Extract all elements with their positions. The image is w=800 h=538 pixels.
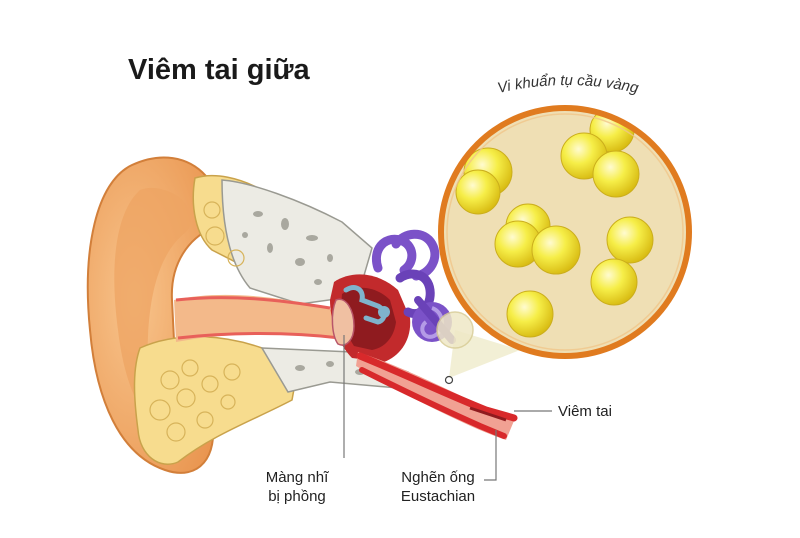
label-eustachian-line1: Nghẽn ống bbox=[401, 469, 475, 486]
bacteria-cluster bbox=[455, 108, 654, 338]
label-eardrum-line1: Màng nhĩ bbox=[265, 469, 329, 486]
leader-lines bbox=[343, 335, 552, 481]
middle-ear bbox=[330, 274, 411, 362]
eustachian-tube bbox=[356, 352, 518, 440]
bacteria-label: Vi khuẩn tụ cầu vàng bbox=[496, 72, 641, 97]
label-eardrum: Màng nhĩ bị phồng bbox=[254, 468, 340, 506]
label-eustachian-line2: Eustachian bbox=[400, 488, 476, 505]
diagram-title: Viêm tai giữa bbox=[128, 54, 310, 86]
label-inflammation: Viêm tai bbox=[558, 403, 612, 420]
label-eustachian: Nghẽn ống Eustachian bbox=[392, 468, 484, 506]
temporal-bone-lower bbox=[133, 201, 410, 465]
eardrum bbox=[331, 298, 355, 346]
magnifier-focus bbox=[436, 311, 474, 349]
focus-marker bbox=[444, 375, 454, 385]
temporal-bone-upper bbox=[192, 174, 373, 305]
ear-canal bbox=[174, 294, 350, 342]
label-eardrum-line2: bị phồng bbox=[268, 488, 326, 505]
leader-eustachian bbox=[484, 430, 497, 481]
magnifier-circle bbox=[438, 105, 692, 359]
bacteria-label-text: Vi khuẩn tụ cầu vàng bbox=[496, 72, 641, 97]
